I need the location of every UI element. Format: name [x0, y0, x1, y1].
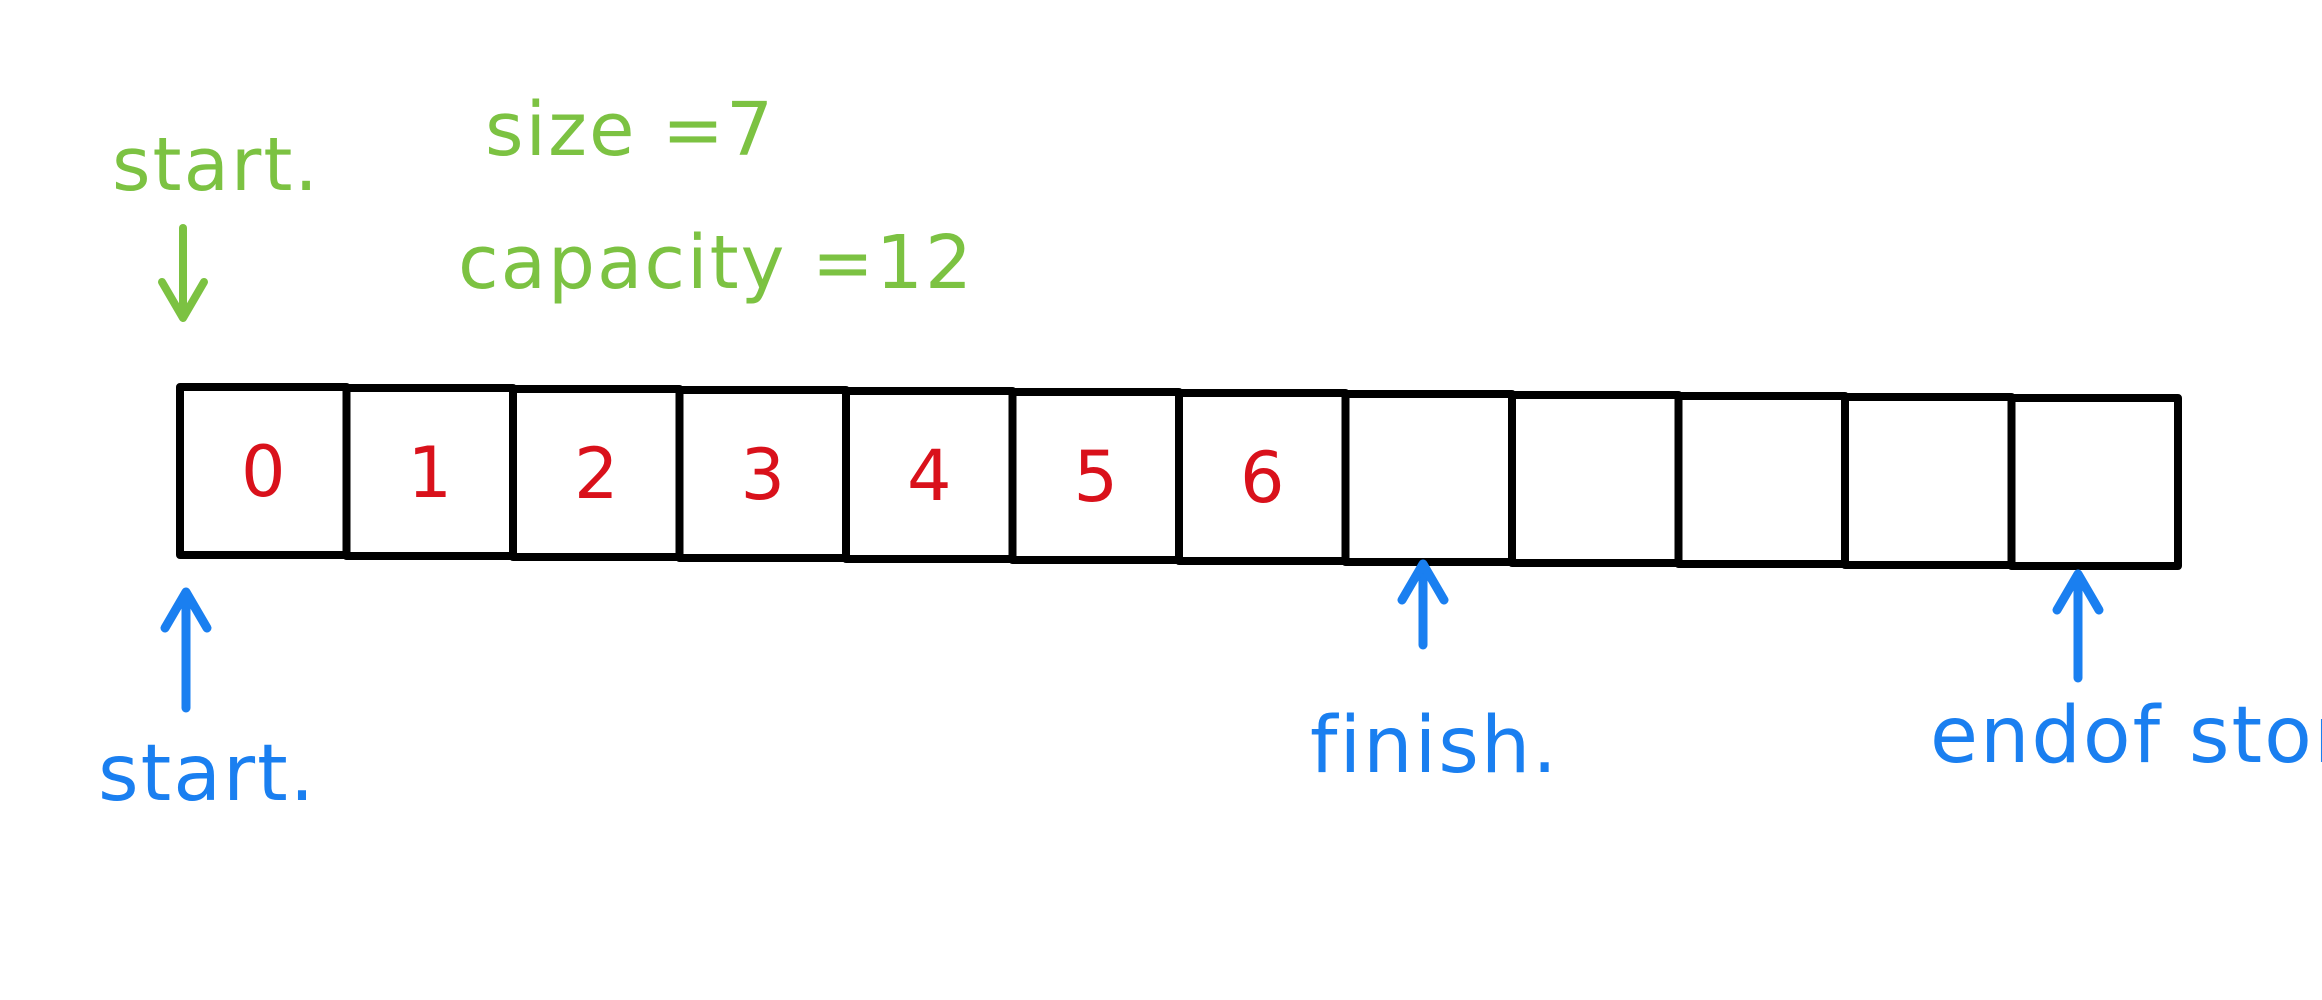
array-cells: 0 1 2 3 4 5 6 — [176, 383, 2182, 570]
array-cell-10 — [1841, 393, 2016, 569]
array-cell-1 — [342, 384, 517, 560]
end-of-storage-pointer-label: endof storage — [1930, 691, 2322, 781]
array-cell-9 — [1674, 392, 1849, 568]
top-start-label: start. — [112, 122, 320, 208]
array-cell-value-5: 5 — [1073, 436, 1118, 518]
array-cell-2 — [509, 385, 684, 561]
finish-pointer-arrow-icon — [1397, 559, 1449, 650]
array-cell-value-3: 3 — [740, 434, 785, 516]
array-cell-value-6: 6 — [1240, 437, 1285, 519]
start-pointer-arrow-icon — [160, 587, 212, 713]
green-down-arrow-icon — [158, 224, 208, 322]
size-annotation: size =7 — [485, 87, 775, 173]
array-cell-value-2: 2 — [574, 433, 619, 515]
array-cell-7 — [1341, 390, 1516, 566]
array-cell-value-1: 1 — [407, 432, 452, 514]
end-of-storage-pointer-arrow-icon — [2052, 569, 2104, 683]
array-cell-value-0: 0 — [241, 431, 286, 513]
array-cell-value-4: 4 — [907, 435, 952, 517]
finish-pointer-label: finish. — [1310, 701, 1559, 791]
array-cell-11 — [2007, 394, 2182, 570]
array-cell-8 — [1508, 391, 1683, 567]
capacity-annotation: capacity =12 — [458, 220, 974, 306]
start-pointer-label: start. — [98, 729, 316, 819]
